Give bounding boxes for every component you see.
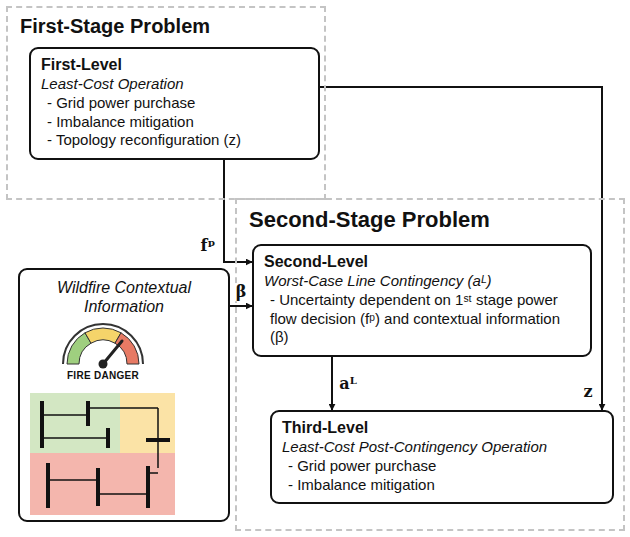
box-subtitle: Worst-Case Line Contingency (aᴸ) (264, 272, 580, 291)
grid-regions (30, 393, 175, 515)
bullet-item: - Imbalance mitigation (282, 476, 602, 495)
edge-label: z (581, 383, 594, 401)
bullet-item: - Uncertainty dependent on 1ˢᵗ stage pow… (264, 291, 580, 347)
box-subtitle: Least-Cost Post-Contingency Operation (282, 438, 602, 457)
flow-arrow (230, 305, 252, 307)
fire-gauge (63, 324, 143, 369)
box-heading: First-Level (41, 55, 308, 75)
box-subtitle: Least-Cost Operation (41, 75, 308, 94)
gauge-label: FIRE DANGER (67, 370, 139, 383)
edge-label: aᴸ (337, 375, 358, 393)
process-box: Second-LevelWorst-Case Line Contingency … (252, 244, 592, 357)
edge-label: fᵖ (199, 237, 218, 255)
box-heading: Wildfire Contextual Information (28, 278, 220, 316)
bullet-item: - Grid power purchase (41, 94, 308, 113)
box-heading: Second-Level (264, 252, 580, 272)
stage-region: First-Stage ProblemFirst-LevelLeast-Cost… (6, 6, 326, 200)
region-title: Second-Stage Problem (249, 206, 611, 234)
bullet-item: - Topology reconfiguration (z) (41, 131, 308, 150)
edge-label: β (234, 283, 249, 301)
flow-arrow (224, 160, 252, 262)
box-heading: Third-Level (282, 418, 602, 438)
context-box: Wildfire Contextual InformationFIRE DANG… (18, 268, 230, 522)
stage-region: Second-Stage ProblemSecond-LevelWorst-Ca… (235, 198, 625, 531)
region-title: First-Stage Problem (20, 14, 312, 39)
process-box: Third-LevelLeast-Cost Post-Contingency O… (270, 410, 614, 504)
bullet-item: - Grid power purchase (282, 457, 602, 476)
process-box: First-LevelLeast-Cost Operation- Grid po… (29, 47, 320, 160)
flow-arrow (331, 357, 333, 410)
bullet-item: - Imbalance mitigation (41, 113, 308, 132)
grid-lines (42, 401, 170, 508)
